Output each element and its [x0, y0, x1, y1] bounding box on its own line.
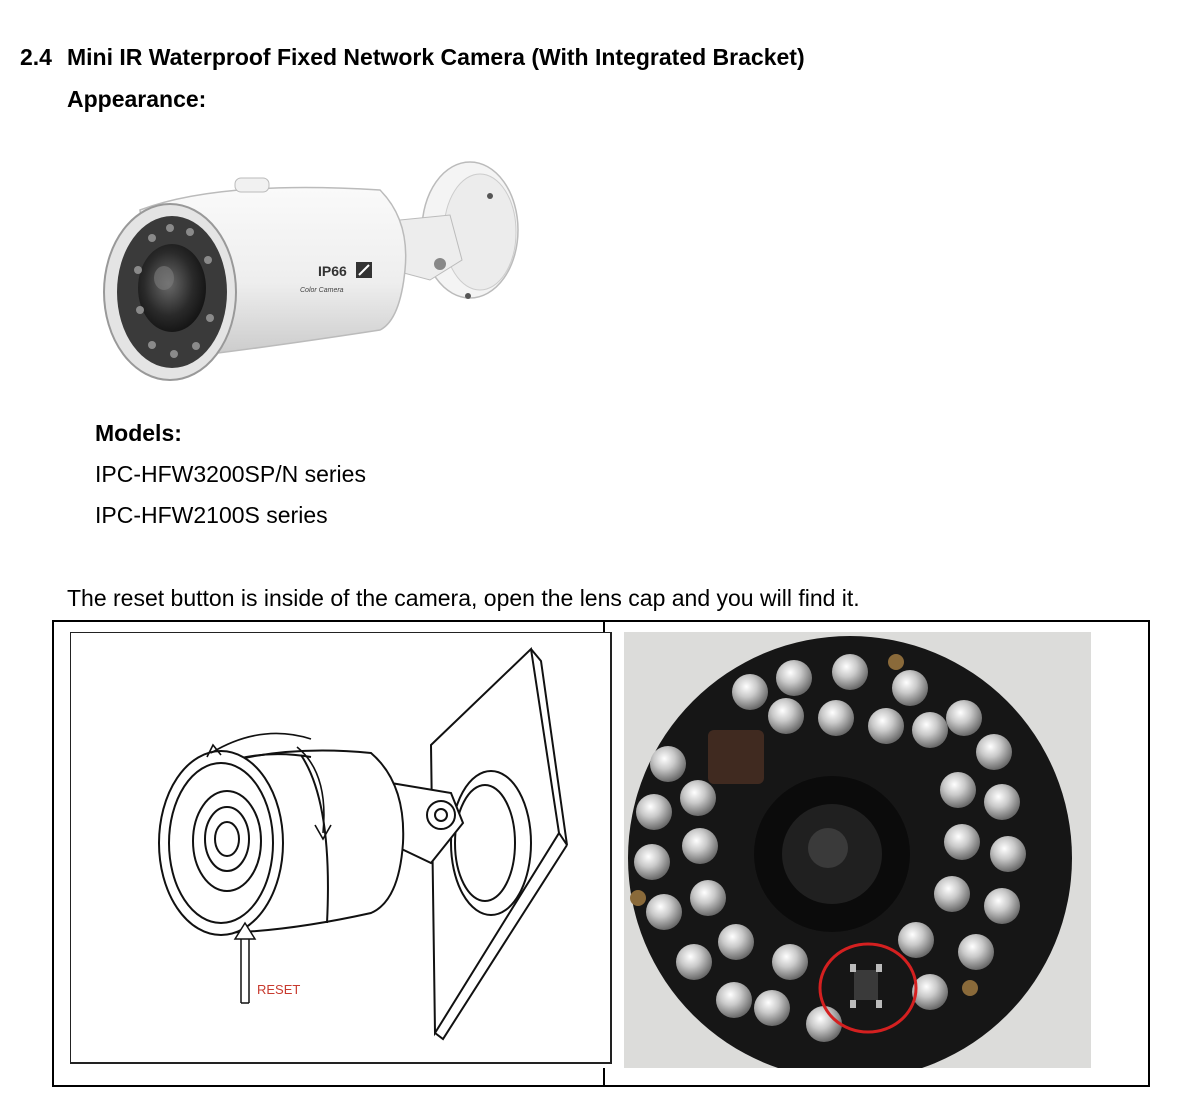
frame-divider — [603, 1068, 605, 1087]
section-number: 2.4 — [20, 44, 52, 70]
reset-label: RESET — [257, 982, 301, 997]
model-item: IPC-HFW2100S series — [95, 502, 328, 528]
badge-caption: Color Camera — [300, 287, 344, 294]
badge-rating: IP66 — [318, 263, 347, 279]
camera-product-image: IP66 Color Camera — [103, 161, 519, 381]
figure-frame — [52, 620, 1150, 1087]
camera-line-drawing — [158, 646, 568, 1041]
models-label: Models: — [95, 420, 182, 446]
appearance-label: Appearance: — [67, 86, 207, 112]
section-title: Mini IR Waterproof Fixed Network Camera … — [67, 44, 805, 70]
ir-board-photo — [624, 632, 1091, 1068]
section-heading: 2.4 Mini IR Waterproof Fixed Network Came… — [20, 44, 805, 71]
ip66-badge: IP66 Color Camera — [300, 262, 372, 294]
reset-instructions: The reset button is inside of the camera… — [67, 585, 860, 611]
frame-divider — [603, 620, 605, 632]
reset-button-highlight — [818, 942, 918, 1034]
model-item: IPC-HFW3200SP/N series — [95, 461, 366, 487]
reset-diagram — [70, 632, 612, 1064]
